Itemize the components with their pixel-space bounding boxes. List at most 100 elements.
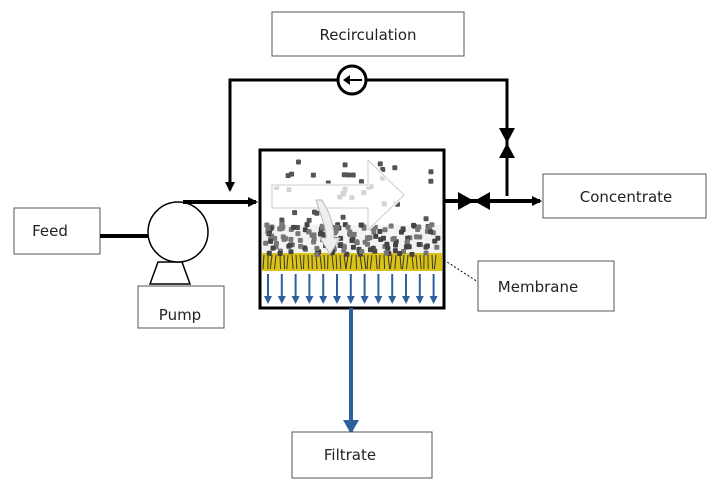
membrane-pore xyxy=(345,254,349,270)
particle xyxy=(302,245,308,251)
membrane-pore xyxy=(279,254,282,270)
particle xyxy=(265,225,271,231)
particle xyxy=(342,162,348,168)
particle xyxy=(341,243,347,249)
particle xyxy=(359,249,365,255)
concentrate-valve-icon xyxy=(458,192,490,210)
feed-label-box: Feed xyxy=(13,207,101,255)
particle xyxy=(340,214,346,220)
particle xyxy=(288,249,294,255)
particle xyxy=(297,237,303,243)
particle xyxy=(385,245,391,251)
particles xyxy=(263,159,441,257)
particle xyxy=(268,238,274,244)
membrane-pore xyxy=(291,254,294,270)
particle xyxy=(317,231,323,237)
particle xyxy=(353,239,359,245)
particle xyxy=(311,232,317,238)
membrane-pore xyxy=(323,254,326,270)
membrane-pore xyxy=(339,254,342,270)
membrane-pore xyxy=(369,254,373,270)
particle xyxy=(266,250,272,256)
membrane-pore xyxy=(335,254,338,270)
membrane-pore xyxy=(302,254,305,270)
particle xyxy=(411,222,417,228)
membrane-label-box: Membrane xyxy=(477,260,615,312)
particle xyxy=(392,165,398,171)
membrane-pore xyxy=(419,254,422,270)
particle xyxy=(434,244,440,250)
particle xyxy=(346,172,352,178)
pump-icon xyxy=(147,201,209,285)
particle xyxy=(311,239,317,245)
membrane-pore xyxy=(375,254,378,270)
particle xyxy=(358,179,364,185)
membrane-pore xyxy=(433,254,437,270)
particle xyxy=(289,171,295,177)
membrane-pore xyxy=(387,254,391,270)
particle xyxy=(432,238,438,244)
membrane-pore xyxy=(274,254,277,270)
membrane-pore xyxy=(378,254,381,270)
particle xyxy=(393,242,399,248)
membrane-pore xyxy=(262,254,265,270)
recirculation-valve-icon xyxy=(499,128,515,158)
membrane-pore xyxy=(431,254,434,270)
particle xyxy=(404,238,410,244)
membrane-pores xyxy=(262,254,437,270)
particle xyxy=(295,231,301,237)
particle xyxy=(423,216,429,222)
membrane-pore xyxy=(319,254,323,270)
particle xyxy=(382,227,388,233)
particle xyxy=(409,251,415,257)
membrane-pointer-line xyxy=(443,259,479,283)
membrane-pore xyxy=(269,254,273,270)
recirculation-label-box: Recirculation xyxy=(271,11,465,57)
particle xyxy=(413,234,419,240)
particle xyxy=(384,241,390,247)
membrane-pore xyxy=(283,254,286,270)
particle xyxy=(292,210,298,216)
membrane-pore xyxy=(394,254,397,270)
particle xyxy=(350,244,356,250)
membrane-pore xyxy=(331,254,334,270)
particle xyxy=(314,245,320,251)
filtrate-flow-arrows xyxy=(264,274,438,304)
particle xyxy=(291,224,297,230)
concentrate-label: Concentrate xyxy=(580,188,673,206)
membrane-pore xyxy=(359,254,363,270)
membrane-pore xyxy=(307,254,310,270)
particle xyxy=(304,222,310,228)
membrane-pore xyxy=(411,254,414,270)
recirculation-flow-icon xyxy=(336,64,368,96)
membrane-pore xyxy=(295,254,298,270)
particle xyxy=(263,240,269,246)
particle xyxy=(428,178,434,184)
membrane-pore xyxy=(315,254,318,270)
pump-label-box: Pump xyxy=(137,285,225,329)
particle xyxy=(383,250,389,256)
membrane-module xyxy=(258,148,446,310)
particle xyxy=(380,167,386,173)
particle xyxy=(377,161,383,167)
particle xyxy=(337,243,343,249)
particle xyxy=(416,241,422,247)
particle xyxy=(380,235,386,241)
particle xyxy=(388,223,394,229)
particle xyxy=(415,227,421,233)
particle xyxy=(350,172,356,178)
particle xyxy=(306,217,312,223)
particle xyxy=(272,235,278,241)
particle xyxy=(423,244,429,250)
particle xyxy=(310,172,316,178)
particle xyxy=(423,250,429,256)
particle xyxy=(287,242,293,248)
particle xyxy=(294,224,300,230)
membrane-pore xyxy=(286,254,289,270)
membrane-pore xyxy=(415,254,418,270)
recirculation-label: Recirculation xyxy=(319,26,416,44)
membrane-pore xyxy=(355,254,358,270)
membrane-label: Membrane xyxy=(498,278,578,296)
feed-label: Feed xyxy=(32,222,68,240)
